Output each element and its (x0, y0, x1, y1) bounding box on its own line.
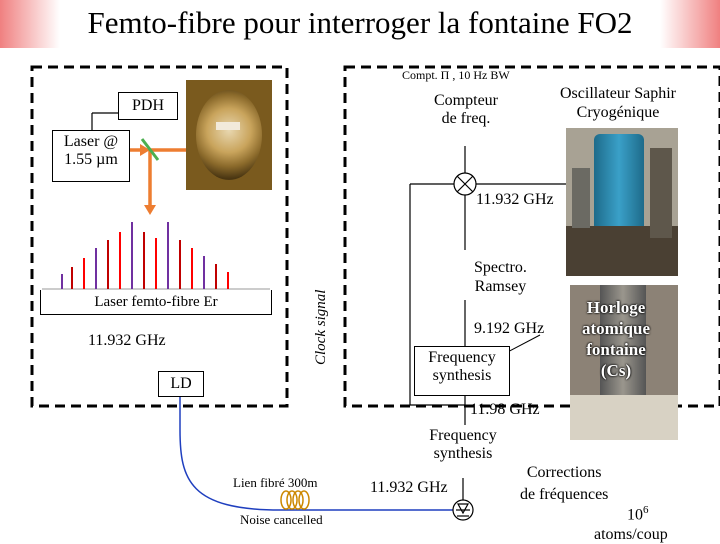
synthesis1-line1: Frequency (428, 349, 496, 366)
fountain-photo (570, 285, 678, 440)
counter-line1: Compteur (434, 92, 498, 109)
fiber-link-label: Lien fibré 300m (233, 475, 318, 490)
frequency-comb-icon (42, 222, 270, 293)
counter-line2: de freq. (441, 110, 491, 128)
horloge-line4: (Cs) (600, 360, 632, 380)
laser-box: Laser @ 1.55 µm (52, 130, 130, 182)
laser-label-line2: 1.55 µm (64, 151, 118, 169)
femto-laser-box: Laser femto-fibre Er (40, 290, 272, 315)
spectro-line2: Ramsey (474, 278, 527, 296)
freq-1198-label: 11.98 GHz (470, 401, 540, 418)
right-dashed-frame (343, 65, 720, 408)
mixer-icon (453, 172, 477, 196)
photodiode-icon (452, 499, 474, 521)
synthesis1-line2: synthesis (432, 367, 492, 385)
synthesis-box-1: Frequency synthesis (414, 346, 510, 396)
ld-box: LD (158, 371, 204, 397)
horloge-label: Horloge atomique fontaine (Cs) (582, 298, 650, 382)
corrections-label: Corrections de fréquences (520, 462, 608, 505)
mix-freq-label: 11.932 GHz (476, 191, 554, 208)
atoms-exponent: 6 (643, 504, 649, 516)
synthesis2-line2: synthesis (433, 445, 493, 463)
left-freq-label: 11.932 GHz (88, 332, 166, 349)
sapphire-oscillator-photo (566, 128, 678, 276)
counter-box: Compteur de freq. (418, 86, 514, 146)
compt-label: Compt. Π , 10 Hz BW (402, 68, 510, 82)
corrections-line2: de fréquences (520, 485, 609, 503)
synthesis2-line1: Frequency (429, 427, 497, 444)
spectro-label: Spectro. Ramsey (474, 258, 527, 296)
cs-freq-label: 9.192 GHz (474, 320, 545, 337)
oscillator-label: Oscillateur Saphir Cryogénique (560, 84, 676, 122)
horloge-line3: fontaine (586, 339, 646, 359)
femto-laser-label: Laser femto-fibre Er (94, 294, 218, 310)
left-dashed-frame (30, 65, 289, 408)
bottom-freq-label: 11.932 GHz (370, 479, 448, 496)
corrections-line1: Corrections (526, 464, 602, 481)
spectro-line1: Spectro. (474, 259, 527, 276)
atoms-count-label: 106 (627, 504, 649, 524)
synthesis-box-2: Frequency synthesis (416, 425, 510, 477)
oscillator-line2: Cryogénique (576, 104, 660, 122)
slide-title: Femto-fibre pour interroger la fontaine … (0, 0, 720, 48)
fiber-coil-icon (280, 490, 310, 510)
pdh-label: PDH (131, 97, 164, 114)
horloge-line1: Horloge (586, 298, 646, 317)
pdh-box: PDH (118, 92, 178, 120)
ld-label: LD (170, 375, 192, 392)
clock-signal-label: Clock signal (313, 289, 329, 365)
oscillator-line1: Oscillateur Saphir (560, 85, 676, 102)
laser-label-line1: Laser @ (63, 133, 119, 150)
noise-cancelled-label: Noise cancelled (240, 512, 323, 527)
atoms-base: 10 (627, 506, 643, 524)
atoms-text-label: atoms/coup (594, 526, 668, 543)
horloge-line2: atomique (582, 318, 650, 338)
cavity-photo (186, 80, 272, 190)
